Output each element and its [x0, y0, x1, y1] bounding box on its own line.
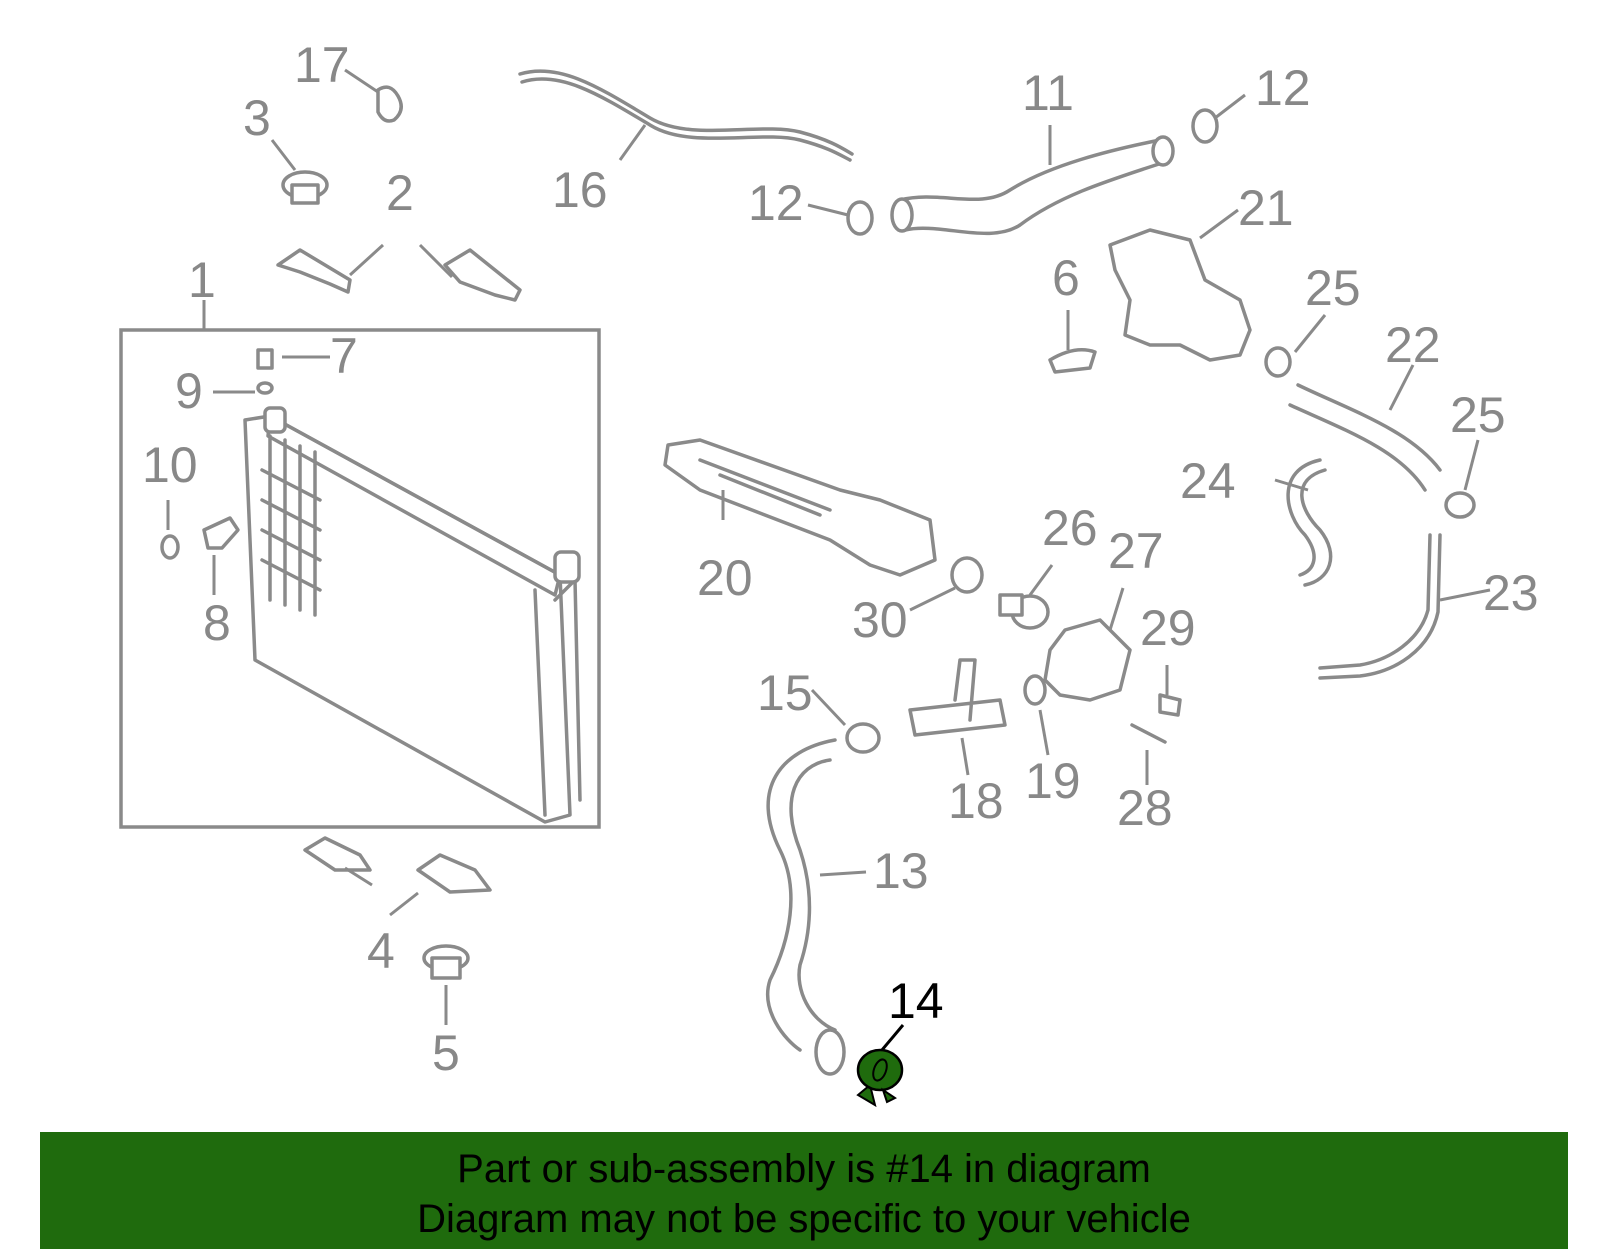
part-13-lower-hose[interactable]	[766, 738, 837, 1052]
radiator-group-box	[119, 328, 601, 829]
label-24: 24	[1180, 453, 1236, 509]
part-17-clip[interactable]	[376, 85, 403, 123]
part-18-pipe[interactable]	[908, 658, 1007, 737]
part-30-gasket[interactable]	[950, 556, 984, 594]
label-17: 17	[294, 37, 350, 93]
label-3: 3	[243, 90, 271, 146]
label-25-lower: 25	[1450, 387, 1506, 443]
label-30: 30	[852, 592, 908, 648]
part-3-cap[interactable]	[281, 170, 329, 205]
part-4-bracket-right[interactable]	[416, 853, 492, 894]
part-22-hose[interactable]	[1288, 383, 1442, 492]
label-20: 20	[697, 550, 753, 606]
part-9-o-ring[interactable]	[256, 381, 274, 395]
label-16: 16	[552, 162, 608, 218]
label-27: 27	[1108, 523, 1164, 579]
part-12-clamp-left[interactable]	[846, 200, 874, 236]
label-25-upper: 25	[1305, 260, 1361, 316]
label-8: 8	[203, 595, 231, 651]
label-21: 21	[1238, 180, 1294, 236]
label-12-left: 12	[748, 175, 804, 231]
label-12-right: 12	[1255, 60, 1311, 116]
label-6: 6	[1052, 250, 1080, 306]
part-23-pipe[interactable]	[1318, 533, 1442, 680]
part-11-upper-hose[interactable]	[898, 138, 1167, 236]
leader-lines	[166, 68, 1491, 1051]
label-15: 15	[757, 665, 813, 721]
label-23: 23	[1483, 565, 1539, 621]
part-15-clamp[interactable]	[845, 722, 881, 754]
label-2: 2	[386, 165, 414, 221]
part-5-grommet[interactable]	[422, 944, 470, 980]
banner-line-disclaimer: Diagram may not be specific to your vehi…	[417, 1197, 1191, 1241]
part-29-sensor[interactable]	[1158, 693, 1182, 717]
part-21-housing[interactable]	[1108, 228, 1252, 362]
part-4-bracket-left[interactable]	[303, 836, 372, 872]
banner-line-part: Part or sub-assembly is #14 in diagram	[457, 1147, 1151, 1191]
label-14: 14	[888, 973, 944, 1029]
part-14-clamp-highlighted[interactable]	[856, 1048, 904, 1108]
label-9: 9	[175, 363, 203, 419]
label-7: 7	[330, 328, 358, 384]
part-28-stud[interactable]	[1130, 723, 1167, 744]
label-4: 4	[367, 923, 395, 979]
label-22: 22	[1385, 317, 1441, 373]
part-8-fitting[interactable]	[202, 516, 240, 550]
label-19: 19	[1025, 753, 1081, 809]
part-27-housing[interactable]	[1043, 618, 1132, 702]
part-24-hose[interactable]	[1286, 458, 1333, 587]
label-26: 26	[1042, 500, 1098, 556]
radiator[interactable]	[243, 406, 582, 824]
part-16-pipe[interactable]	[520, 77, 852, 162]
part-25-clamp-lower[interactable]	[1444, 491, 1476, 519]
part-10-o-ring[interactable]	[160, 534, 180, 560]
label-18: 18	[948, 773, 1004, 829]
label-1: 1	[188, 252, 216, 308]
parts-diagram: 1 2 3 4 5 6 7 8 9 10 11 12 12 13 14 15 1…	[119, 37, 1539, 1108]
part-25-clamp-upper[interactable]	[1264, 346, 1292, 378]
part-2-bracket-left[interactable]	[276, 248, 352, 294]
label-29: 29	[1140, 600, 1196, 656]
part-12-clamp-right[interactable]	[1191, 108, 1219, 144]
info-banner: Part or sub-assembly is #14 in diagram D…	[40, 1132, 1568, 1249]
part-19-o-ring[interactable]	[1023, 674, 1047, 706]
label-28: 28	[1117, 780, 1173, 836]
label-11: 11	[1022, 65, 1074, 121]
part-7-drain-plug[interactable]	[256, 348, 274, 370]
part-2-bracket-right[interactable]	[443, 248, 522, 302]
label-5: 5	[432, 1025, 460, 1081]
part-20-manifold[interactable]	[663, 438, 937, 577]
callout-labels: 1 2 3 4 5 6 7 8 9 10 11 12 12 13 14 15 1…	[142, 37, 1539, 1081]
label-10: 10	[142, 437, 198, 493]
label-13: 13	[873, 843, 929, 899]
part-26-thermostat[interactable]	[998, 593, 1050, 630]
part-6-cap[interactable]	[1048, 348, 1097, 374]
